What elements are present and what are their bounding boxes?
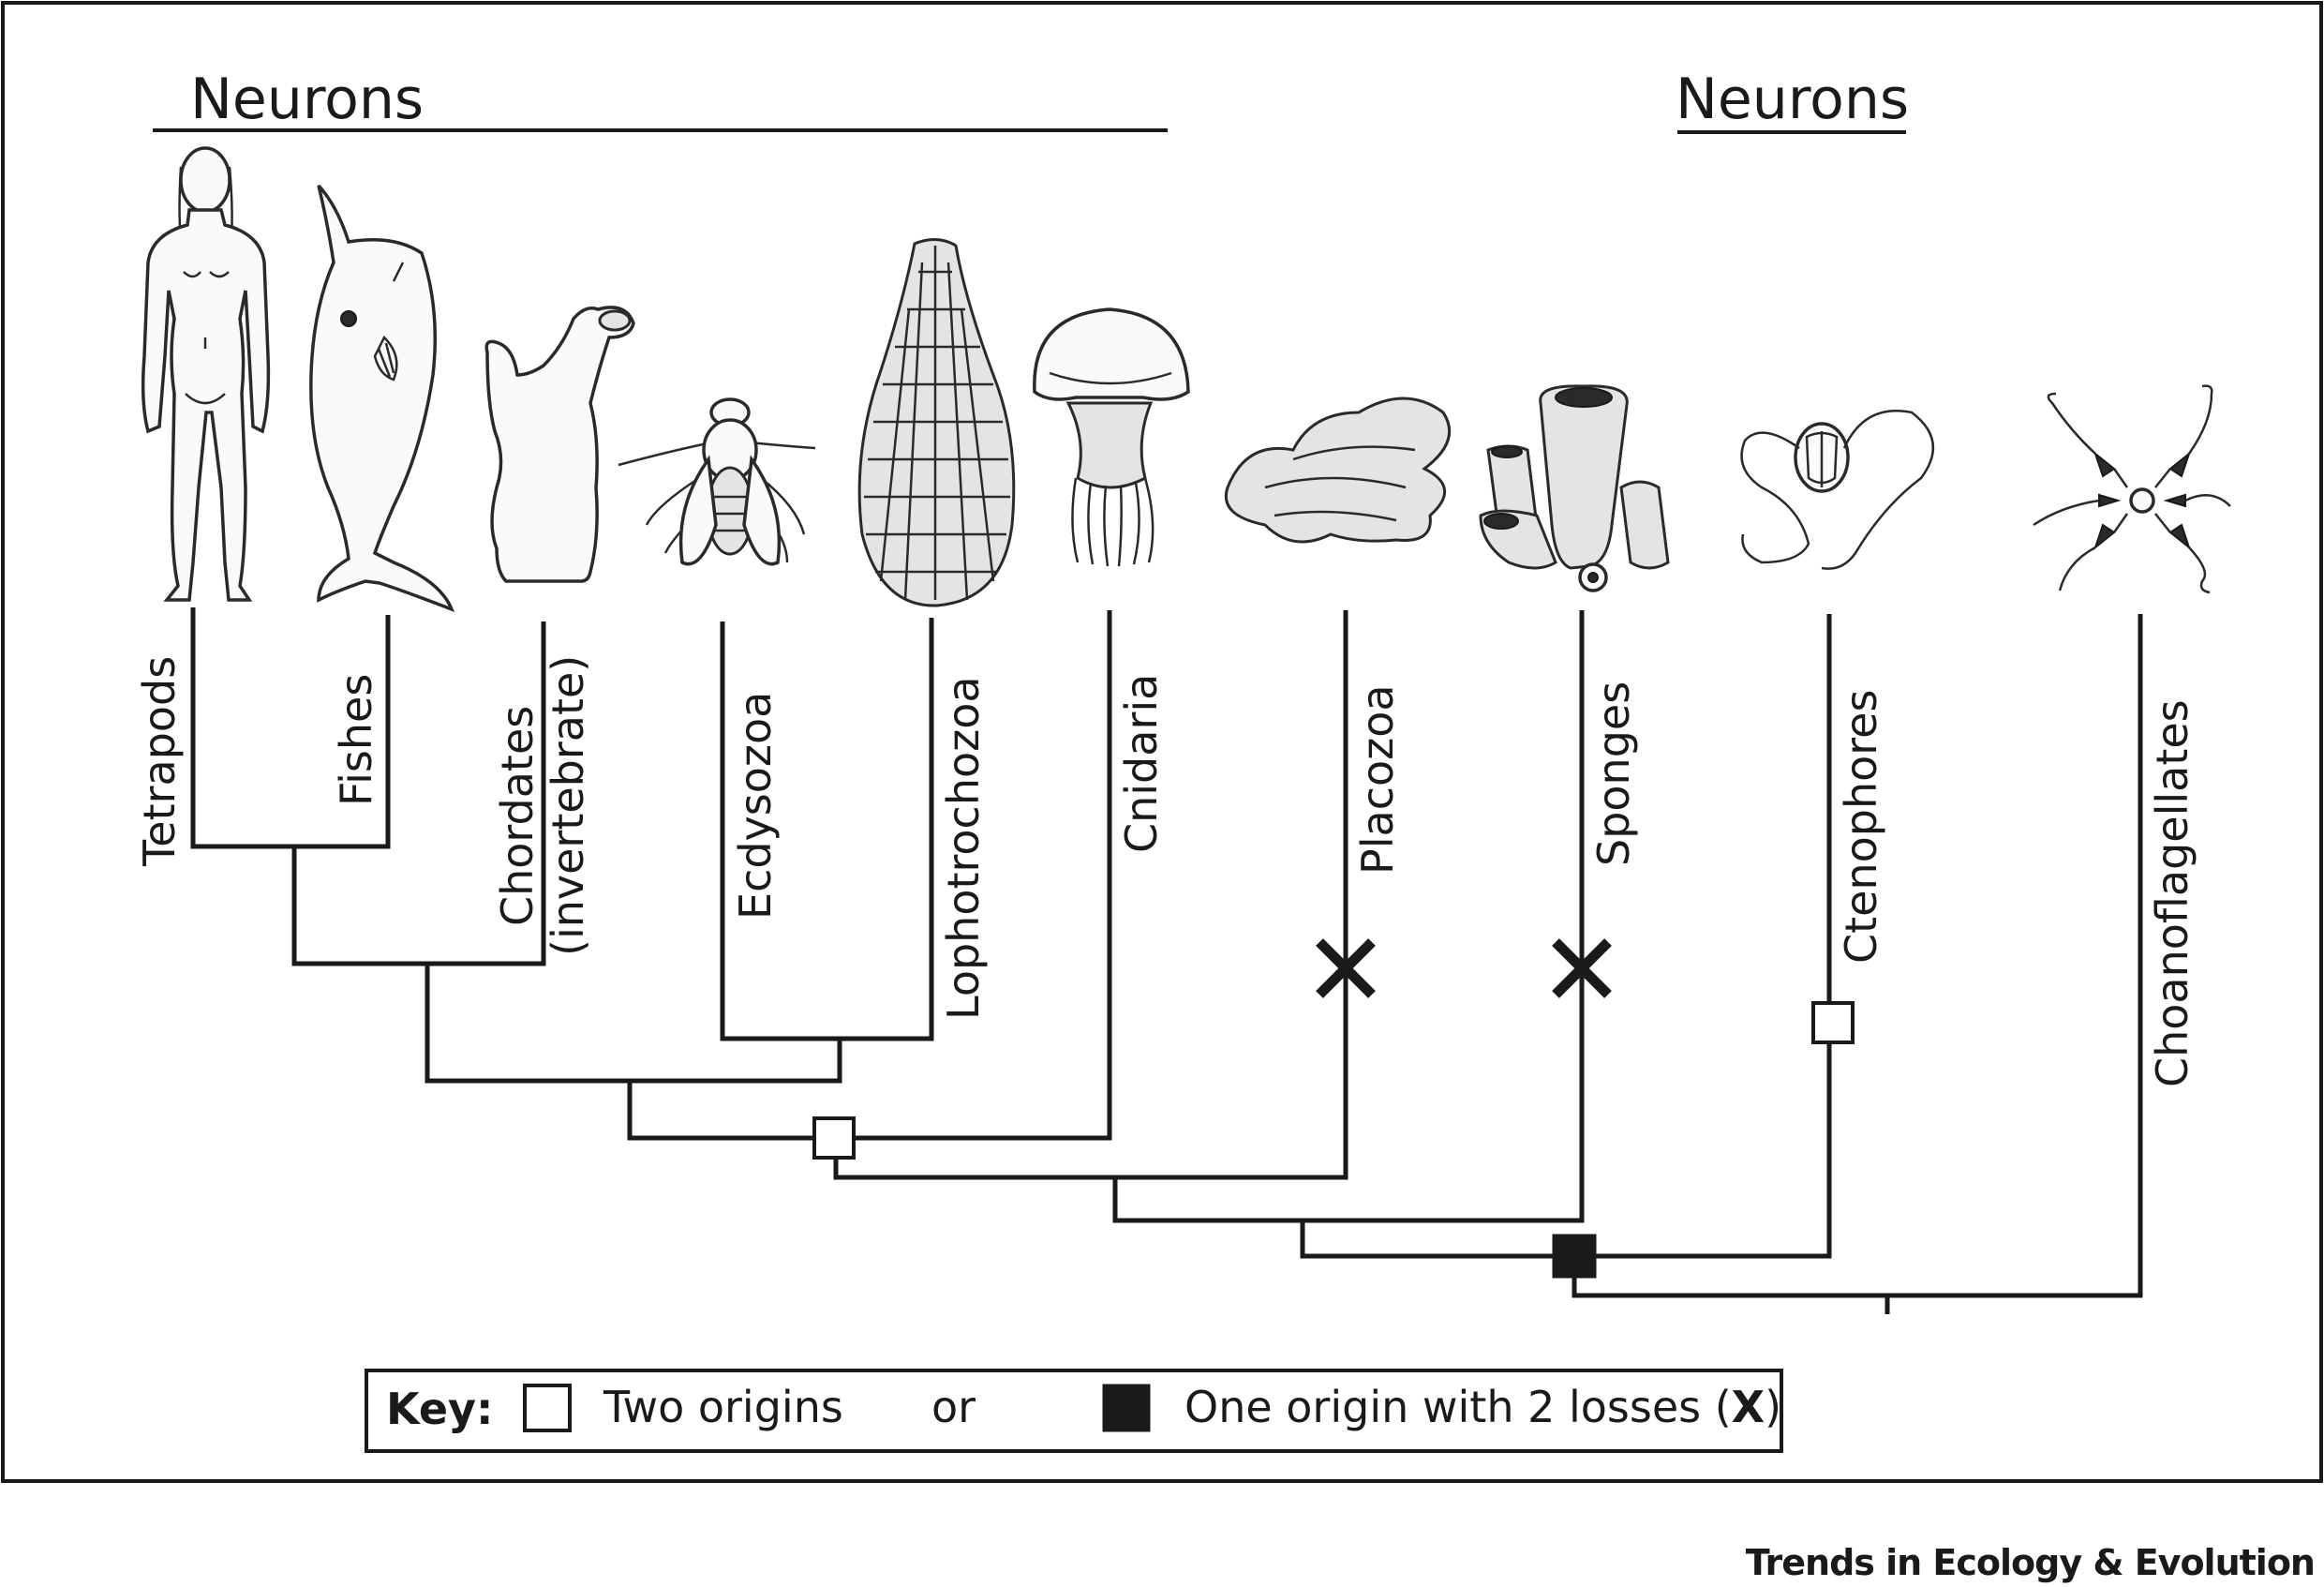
key-filled-square bbox=[1102, 1384, 1151, 1432]
branch-bilateria bbox=[627, 610, 1112, 1141]
branch-tetrapods bbox=[190, 607, 391, 849]
branch-ecdysozoa bbox=[720, 618, 934, 1041]
key-x-symbol: X bbox=[1732, 1382, 1765, 1432]
taxon-label-tetrapods: Tetrapods bbox=[134, 656, 185, 867]
neurons-header-left: Neurons bbox=[190, 67, 424, 132]
branch-chordates bbox=[425, 964, 842, 1084]
legend-key: Key: Two origins or One origin with 2 lo… bbox=[365, 1369, 1783, 1453]
sea-squirt-icon bbox=[484, 306, 635, 583]
taxon-label-choanoflagellates: Choanoflagellates bbox=[2147, 699, 2197, 1087]
taxon-label-ecdysozoa: Ecdysozoa bbox=[730, 692, 781, 920]
jellyfish-icon bbox=[1033, 307, 1190, 567]
placozoan-icon bbox=[1225, 397, 1452, 544]
fish-icon bbox=[309, 184, 455, 613]
figure-frame bbox=[1, 1, 2323, 1483]
two-origins-marker-bilateria bbox=[812, 1116, 856, 1160]
loss-cross-sponges bbox=[1552, 938, 1612, 998]
choanoflagellate-icon bbox=[2033, 384, 2231, 594]
taxon-label-chordates: Chordates bbox=[492, 706, 543, 926]
one-origin-marker bbox=[1552, 1234, 1597, 1279]
key-one-origin-text: One origin with 2 losses ( bbox=[1184, 1382, 1732, 1432]
key-one-origin: One origin with 2 losses (X) bbox=[1184, 1382, 1781, 1432]
taxon-label-placozoa: Placozoa bbox=[1352, 684, 1403, 875]
bryozoan-icon bbox=[857, 238, 1016, 607]
taxon-label-cnidaria: Cnidaria bbox=[1116, 674, 1167, 853]
key-open-square bbox=[523, 1384, 572, 1432]
branch-sponges-join bbox=[1112, 610, 1585, 1223]
taxon-label-fishes: Fishes bbox=[331, 674, 381, 806]
key-title: Key: bbox=[386, 1384, 493, 1434]
two-origins-marker-ctenophores bbox=[1811, 1001, 1855, 1044]
key-or: or bbox=[931, 1382, 976, 1432]
key-two-origins: Two origins bbox=[603, 1382, 843, 1432]
taxon-label-lophotrochozoa: Lophotrochozoa bbox=[938, 676, 989, 1020]
taxon-label-chordates-qualifier: (invertebrate) bbox=[543, 655, 593, 956]
branch-placozoa-join bbox=[833, 610, 1348, 1180]
key-close-paren: ) bbox=[1765, 1382, 1781, 1432]
key-box bbox=[365, 1369, 1783, 1453]
neurons-header-right: Neurons bbox=[1676, 67, 1909, 132]
branch-vertebrates bbox=[291, 621, 546, 966]
fly-icon bbox=[618, 397, 816, 566]
journal-footer: Trends in Ecology & Evolution bbox=[1746, 1542, 2315, 1583]
taxon-label-ctenophores: Ctenophores bbox=[1836, 690, 1886, 964]
taxon-label-sponges: Sponges bbox=[1588, 681, 1639, 866]
ctenophore-icon bbox=[1740, 410, 1935, 570]
loss-cross-placozoa bbox=[1316, 938, 1376, 998]
human-icon bbox=[141, 146, 271, 602]
sponge-icon bbox=[1479, 384, 1670, 592]
